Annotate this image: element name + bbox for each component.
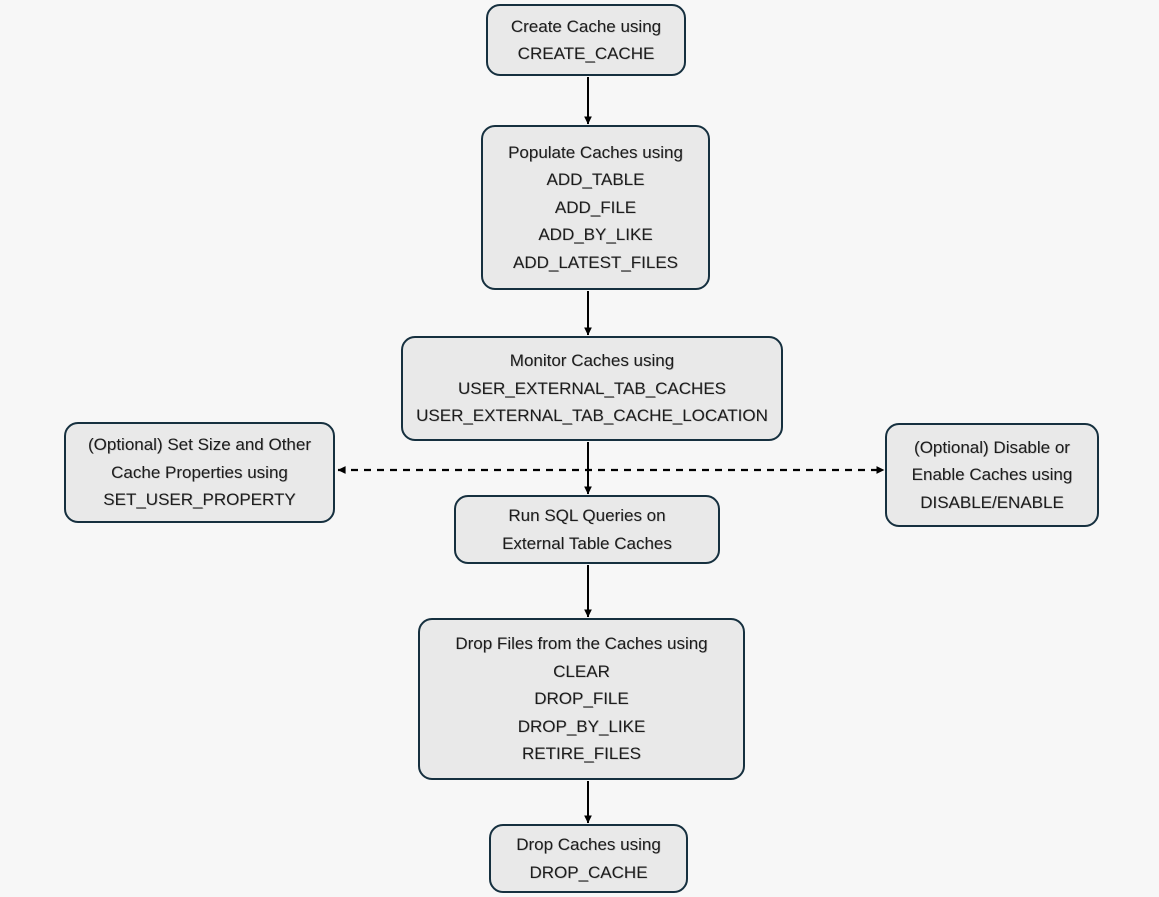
disable-enable-caches-line-2: Enable Caches using xyxy=(911,465,1073,485)
populate-caches-line-4: ADD_BY_LIKE xyxy=(538,225,653,245)
drop-files-line-5: RETIRE_FILES xyxy=(521,744,642,764)
create-cache-line-1: Create Cache using xyxy=(510,16,662,36)
run-sql-queries-node[interactable]: Run SQL Queries on External Table Caches xyxy=(454,495,720,564)
create-cache-line-2: CREATE_CACHE xyxy=(517,44,655,63)
disable-enable-caches-node[interactable]: (Optional) Disable or Enable Caches usin… xyxy=(885,423,1099,527)
drop-files-line-3: DROP_FILE xyxy=(534,689,629,709)
set-cache-properties-line-1: (Optional) Set Size and Other xyxy=(87,435,311,455)
drop-files-line-4: DROP_BY_LIKE xyxy=(517,716,646,736)
drop-caches-line-2: DROP_CACHE xyxy=(529,862,648,882)
drop-files-line-2: CLEAR xyxy=(553,661,610,681)
set-cache-properties-node[interactable]: (Optional) Set Size and Other Cache Prop… xyxy=(64,422,335,523)
run-sql-queries-line-2: External Table Caches xyxy=(502,533,672,553)
drop-files-node[interactable]: Drop Files from the Caches using CLEAR D… xyxy=(418,618,745,780)
disable-enable-caches-line-1: (Optional) Disable or xyxy=(914,437,1070,457)
drop-caches-line-1: Drop Caches using xyxy=(516,835,661,854)
drop-caches-node[interactable]: Drop Caches using DROP_CACHE xyxy=(489,824,688,893)
populate-caches-line-2: ADD_TABLE xyxy=(546,170,645,190)
set-cache-properties-line-3: SET_USER_PROPERTY xyxy=(103,490,296,510)
monitor-caches-line-1: Monitor Caches using xyxy=(509,351,675,371)
monitor-caches-line-3: USER_EXTERNAL_TAB_CACHE_LOCATION xyxy=(416,406,768,426)
run-sql-queries-line-1: Run SQL Queries on xyxy=(508,506,666,525)
disable-enable-caches-line-3: DISABLE/ENABLE xyxy=(920,492,1064,512)
set-cache-properties-line-2: Cache Properties using xyxy=(111,462,288,482)
populate-caches-line-5: ADD_LATEST_FILES xyxy=(512,252,679,272)
populate-caches-node[interactable]: Populate Caches using ADD_TABLE ADD_FILE… xyxy=(481,125,710,290)
populate-caches-line-1: Populate Caches using xyxy=(508,142,683,162)
populate-caches-line-3: ADD_FILE xyxy=(554,197,637,217)
monitor-caches-line-2: USER_EXTERNAL_TAB_CACHES xyxy=(458,378,726,398)
monitor-caches-node[interactable]: Monitor Caches using USER_EXTERNAL_TAB_C… xyxy=(401,336,783,441)
create-cache-node[interactable]: Create Cache using CREATE_CACHE xyxy=(486,4,686,76)
drop-files-line-1: Drop Files from the Caches using xyxy=(455,634,708,654)
